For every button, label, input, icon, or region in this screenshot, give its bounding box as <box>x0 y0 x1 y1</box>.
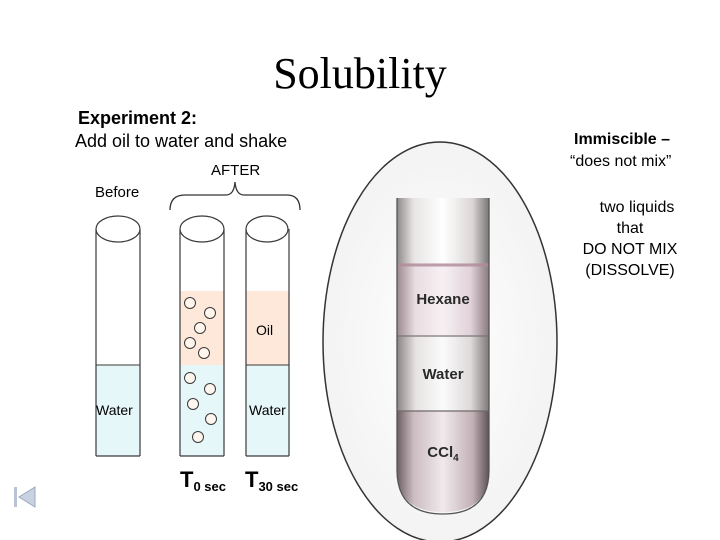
first-slide-icon[interactable] <box>13 485 37 514</box>
time-label-t0: T0 sec <box>180 467 226 494</box>
experiment-subheading: Add oil to water and shake <box>75 131 288 151</box>
before-label: Before <box>95 184 140 201</box>
term-quote: “does not mix” <box>570 153 672 170</box>
oil-label: Oil <box>256 322 274 338</box>
hexane-label: Hexane <box>416 291 470 308</box>
tube-opening <box>245 215 289 243</box>
tube-opening <box>95 215 141 243</box>
after-brace <box>169 181 301 211</box>
definition-text: two liquids that DO NOT MIX (DISSOLVE) <box>582 199 678 279</box>
ccl4-label: CCl4 <box>427 444 459 464</box>
time-label-t30: T30 sec <box>245 467 299 494</box>
term-immiscible: Immiscible – <box>574 131 671 148</box>
tube-before <box>95 215 141 457</box>
water-layer <box>96 365 140 456</box>
oil-layer <box>246 291 289 365</box>
tube-t30 <box>245 215 290 457</box>
after-label: AFTER <box>211 162 261 179</box>
water-label-after: Water <box>249 402 286 418</box>
page-title: Solubility <box>273 49 447 98</box>
test-tube-photo <box>322 141 558 540</box>
water-layer <box>246 365 289 456</box>
water-label-before: Water <box>96 402 133 418</box>
oil-droplets <box>184 297 217 443</box>
water-photo-label: Water <box>422 366 464 383</box>
tube-opening <box>179 215 225 243</box>
tube-t0 <box>179 215 225 457</box>
experiment-heading: Experiment 2: <box>78 108 198 128</box>
